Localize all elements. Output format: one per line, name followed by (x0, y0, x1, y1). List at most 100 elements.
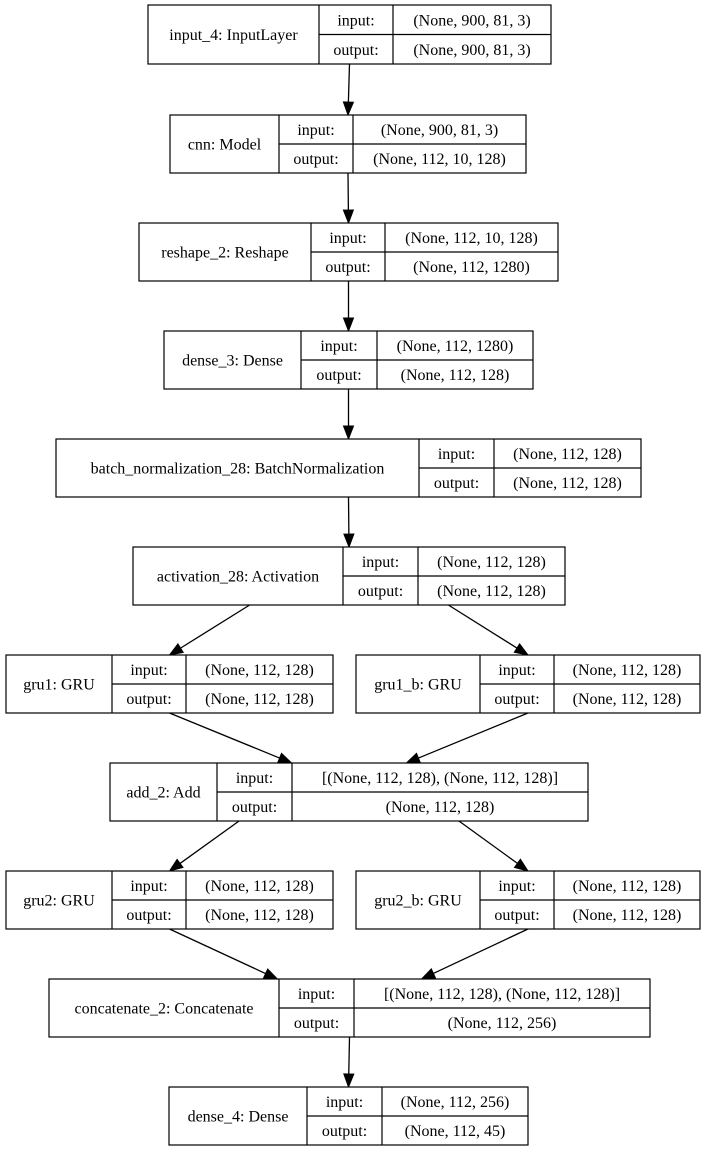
node-concatenate-2: concatenate_2: Concatenate input: output: [… (48, 978, 651, 1038)
input-shape: (None, 112, 1280) (397, 338, 514, 355)
layer-name: gru2_b: GRU (374, 893, 462, 910)
edge-cnn-to-reshape-2 (342, 172, 355, 225)
output-label: output: (293, 151, 338, 168)
edge-input-4-to-cnn (342, 63, 355, 117)
edge-batch-normalization-28-to-activation-28 (343, 496, 355, 549)
edge-concatenate-2-to-dense-4 (343, 1036, 355, 1089)
layer-name: input_4: InputLayer (169, 27, 298, 44)
output-shape: (None, 112, 45) (405, 1123, 506, 1140)
node-dense-3: dense_3: Dense input: output: (None, 112, 1… (163, 330, 534, 390)
arrowhead-icon (343, 533, 355, 549)
input-label: input: (362, 554, 399, 571)
output-label: output: (316, 367, 361, 384)
output-shape: (None, 112, 1280) (413, 259, 530, 276)
node-cnn: cnn: Model input: output: (None, 900, 81, 3… (169, 114, 527, 174)
input-label: input: (320, 338, 357, 355)
edge-line (458, 820, 518, 864)
output-label: output: (126, 691, 171, 708)
input-shape: (None, 112, 10, 128) (405, 230, 538, 247)
edge-line (348, 1036, 351, 1075)
output-shape: (None, 112, 128) (386, 799, 495, 816)
input-label: input: (130, 878, 167, 895)
arrowhead-icon (342, 209, 355, 225)
node-gru2: gru2: GRU input: output: (None, 112, 128) (N… (5, 870, 334, 930)
layer-name: concatenate_2: Concatenate (74, 1001, 253, 1018)
edge-reshape-2-to-dense-3 (342, 281, 355, 333)
input-label: input: (498, 662, 535, 679)
edge-gru1-b-to-add-2 (405, 712, 529, 764)
output-label: output: (333, 42, 378, 59)
output-label: output: (325, 259, 370, 276)
arrowhead-icon (343, 1073, 355, 1089)
output-shape: (None, 112, 128) (205, 691, 314, 708)
input-label: input: (236, 770, 273, 787)
output-label: output: (494, 691, 539, 708)
input-shape: (None, 112, 128) (205, 662, 314, 679)
layer-name: dense_3: Dense (182, 353, 283, 370)
edge-gru2-to-concatenate-2 (169, 928, 279, 980)
input-label: input: (130, 662, 167, 679)
input-label: input: (326, 1094, 363, 1111)
edge-dense-3-to-batch-normalization-28 (342, 389, 355, 441)
edge-activation-28-to-gru1-b (448, 604, 530, 656)
output-shape: (None, 112, 128) (513, 475, 622, 492)
input-shape: (None, 112, 128) (573, 662, 682, 679)
arrowhead-icon (168, 858, 184, 872)
input-label: input: (298, 986, 335, 1003)
arrowhead-icon (342, 101, 355, 117)
node-batch-normalization-28: batch_normalization_28: BatchNormalizati… (55, 438, 642, 498)
edge-line (180, 604, 250, 649)
edge-gru1-to-add-2 (169, 712, 293, 764)
input-label: input: (329, 230, 366, 247)
edge-add-2-to-gru2-b (458, 820, 530, 872)
edges-layer (168, 63, 530, 1089)
layer-name: gru2: GRU (23, 893, 95, 910)
input-shape: (None, 900, 81, 3) (381, 122, 498, 139)
node-dense-4: dense_4: Dense input: output: (None, 112, 2… (168, 1086, 529, 1146)
output-shape: (None, 112, 256) (448, 1015, 557, 1032)
input-shape: [(None, 112, 128), (None, 112, 128)] (322, 770, 558, 787)
edge-line (433, 928, 529, 975)
output-label: output: (126, 907, 171, 924)
edge-line (169, 712, 280, 759)
edge-line (418, 712, 529, 759)
edge-gru2-b-to-concatenate-2 (420, 928, 529, 980)
output-shape: (None, 112, 128) (205, 907, 314, 924)
output-label: output: (494, 907, 539, 924)
output-shape: (None, 900, 81, 3) (413, 42, 530, 59)
input-shape: (None, 112, 128) (205, 878, 314, 895)
output-label: output: (322, 1123, 367, 1140)
edge-add-2-to-gru2 (168, 820, 240, 872)
output-shape: (None, 112, 128) (437, 583, 546, 600)
layer-name: gru1: GRU (23, 677, 95, 694)
edge-line (169, 928, 266, 975)
output-label: output: (358, 583, 403, 600)
input-shape: (None, 900, 81, 3) (413, 12, 530, 29)
layer-name: cnn: Model (188, 137, 262, 154)
input-label: input: (297, 122, 334, 139)
output-shape: (None, 112, 10, 128) (373, 151, 506, 168)
layer-name: batch_normalization_28: BatchNormalizati… (91, 461, 385, 478)
input-label: input: (498, 878, 535, 895)
node-activation-28: activation_28: Activationinput:output:(N… (132, 546, 566, 606)
node-gru2-b: gru2_b: GRU input: output: (None, 112, 128)… (355, 870, 701, 930)
input-shape: (None, 112, 128) (573, 878, 682, 895)
output-label: output: (294, 1015, 339, 1032)
input-label: input: (337, 12, 374, 29)
arrowhead-icon (342, 425, 355, 441)
node-gru1: gru1: GRU input: output: (None, 112, 128) (N… (5, 654, 334, 714)
edge-line (347, 63, 351, 103)
arrowhead-icon (262, 968, 279, 980)
arrowhead-icon (342, 317, 355, 333)
arrowhead-icon (168, 643, 185, 656)
arrowhead-icon (405, 752, 422, 764)
layer-name: dense_4: Dense (188, 1109, 289, 1126)
nodes-layer: input_4: InputLayer input: output: (None, 9… (5, 4, 701, 1146)
layer-name: gru1_b: GRU (374, 677, 462, 694)
input-shape: [(None, 112, 128), (None, 112, 128)] (384, 986, 620, 1003)
arrowhead-icon (276, 752, 293, 764)
input-shape: (None, 112, 256) (401, 1094, 510, 1111)
input-shape: (None, 112, 128) (513, 446, 622, 463)
